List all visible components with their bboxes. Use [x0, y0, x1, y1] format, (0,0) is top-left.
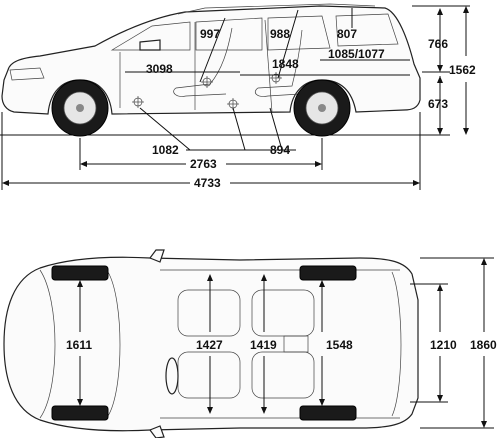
rear-right-wheel	[299, 405, 357, 421]
top-view: 1611 1427 1419 1548 1210 1860	[3, 249, 497, 438]
dim-height-upper: 766	[428, 37, 448, 51]
front-seat-left	[177, 289, 241, 337]
dim-headroom-rear: 988	[270, 27, 290, 41]
dim-front-shoulder: 1427	[196, 338, 223, 352]
dim-overall-length: 4733	[194, 176, 221, 190]
rear-seat-left	[251, 289, 315, 337]
leader-headroom-front	[199, 17, 226, 83]
dim-height-lower: 673	[428, 97, 448, 111]
leader-894-a	[232, 107, 246, 151]
side-mirror-icon	[139, 39, 161, 51]
front-left-wheel	[51, 265, 109, 281]
arrow-front-shoulder	[207, 274, 213, 414]
seat-reference-point-rear	[270, 72, 282, 84]
arrow-rear-track	[319, 280, 325, 406]
arrow-overall-width	[420, 257, 494, 429]
front-right-wheel	[51, 405, 109, 421]
steering-wheel-icon	[165, 357, 179, 395]
arrowhead	[463, 128, 469, 135]
dim-overall-width: 1860	[470, 338, 497, 352]
rear-window	[267, 15, 331, 51]
leader-894-b	[269, 107, 283, 151]
arrow-cargo-width	[410, 283, 448, 403]
rear-seat-right	[251, 351, 315, 399]
mirror-right-icon	[149, 425, 165, 438]
rear-center-seat	[283, 335, 309, 353]
seat-reference-point-front	[201, 76, 213, 88]
rear-wheel	[293, 79, 351, 137]
rear-seat-outline	[254, 29, 303, 97]
headlight	[9, 67, 45, 81]
arrowhead	[80, 161, 87, 167]
roof-rail	[177, 3, 376, 15]
cargo-window	[335, 13, 399, 47]
mirror-left-icon	[149, 249, 165, 263]
arrowhead	[437, 128, 443, 135]
dim-wheelbase: 2763	[190, 157, 217, 171]
dim-rear-shoulder: 1419	[250, 338, 277, 352]
arrowhead	[437, 76, 443, 83]
arrowhead	[413, 180, 420, 186]
windshield-line	[107, 271, 121, 417]
dim-cargo-width: 1210	[430, 338, 457, 352]
front-window	[110, 21, 191, 51]
arrow-front-track	[77, 280, 83, 406]
arrowhead	[437, 8, 443, 15]
dim-front-track: 1611	[66, 338, 92, 352]
pedal-reference-point	[132, 96, 144, 108]
rear-window-line	[391, 271, 402, 417]
car-side-body	[1, 5, 421, 115]
door-line-rear	[264, 19, 273, 113]
dim-rear-track: 1548	[326, 338, 353, 352]
arrowhead	[437, 65, 443, 72]
dim-cargo-length: 1085/1077	[328, 47, 385, 61]
arrowhead	[463, 6, 469, 13]
dim-cabin-length: 3098	[146, 62, 173, 76]
leader-1082	[139, 107, 191, 151]
dim-headroom-cargo: 807	[337, 27, 357, 41]
arrowhead	[315, 161, 322, 167]
leader-headroom-rear	[277, 9, 299, 79]
dim-height-total: 1562	[449, 63, 476, 77]
middle-window	[195, 17, 263, 51]
rear-left-wheel	[299, 265, 357, 281]
dim-front-to-seat: 1082	[152, 143, 179, 157]
side-view: 997 988 807 3098 1848 1085/1077 1082 894…	[0, 3, 476, 190]
front-seat-outline	[173, 27, 233, 97]
front-wheel	[51, 79, 109, 137]
front-bumper-line	[39, 269, 56, 419]
dim-seat-to-rear: 894	[270, 143, 290, 157]
arrowhead	[2, 180, 9, 186]
dim-rear-length: 1848	[272, 57, 299, 71]
arrow-rear-shoulder	[261, 274, 267, 414]
dim-headroom-front: 997	[200, 27, 220, 41]
